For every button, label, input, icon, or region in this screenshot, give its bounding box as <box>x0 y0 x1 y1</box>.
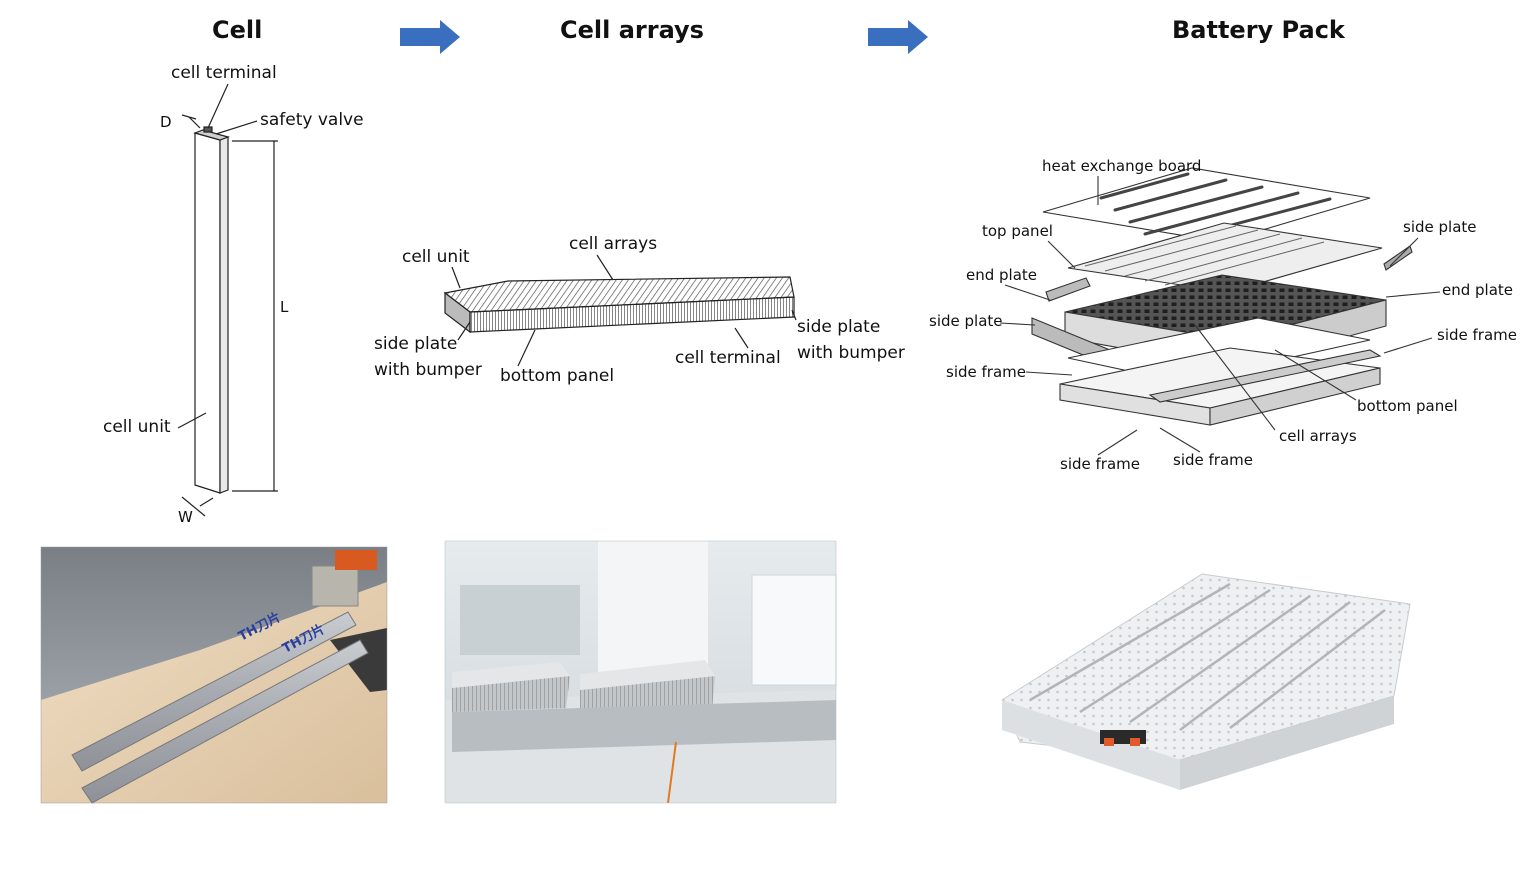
pack-bottom-panel-label: bottom panel <box>1357 397 1458 415</box>
dimension-w-label: W <box>178 508 193 526</box>
pack-side-frame-bottom-left-label: side frame <box>1060 455 1140 473</box>
stage-title-cell: Cell <box>212 16 263 44</box>
pack-side-frame-left-label: side frame <box>946 363 1026 381</box>
pack-cell-arrays-label: cell arrays <box>1279 427 1357 445</box>
array-with-bumper-right-label: with bumper <box>797 343 905 363</box>
pack-side-plate-left-label: side plate <box>929 312 1003 330</box>
cell-unit-label: cell unit <box>103 417 171 437</box>
pack-end-plate-left-label: end plate <box>966 266 1038 284</box>
stage-title-cell-arrays: Cell arrays <box>560 16 704 44</box>
array-cell-unit-label: cell unit <box>402 247 470 267</box>
arrow-right-icon <box>400 20 460 54</box>
pack-side-frame-right-label: side frame <box>1437 326 1517 344</box>
arrow-right-icon <box>868 20 928 54</box>
pack-side-frame-bottom-right-label: side frame <box>1173 451 1253 469</box>
dimension-d-label: D <box>160 113 172 131</box>
pack-top-panel-label: top panel <box>982 222 1053 240</box>
array-cell-arrays-label: cell arrays <box>569 234 658 254</box>
pack-end-plate-right-label: end plate <box>1442 281 1514 299</box>
pack-side-plate-right-label: side plate <box>1403 218 1477 236</box>
array-cell-terminal-label: cell terminal <box>675 348 781 368</box>
stage-title-battery-pack: Battery Pack <box>1172 16 1345 44</box>
cell-terminal-label: cell terminal <box>171 63 277 83</box>
safety-valve-label: safety valve <box>260 110 364 130</box>
array-side-plate-right-label: side plate <box>797 317 881 337</box>
array-bottom-panel-label: bottom panel <box>500 366 615 386</box>
pack-heat-exchange-board-label: heat exchange board <box>1042 157 1202 175</box>
array-with-bumper-left-label: with bumper <box>374 360 482 380</box>
dimension-l-label: L <box>280 298 289 316</box>
array-side-plate-left-label: side plate <box>374 334 458 354</box>
